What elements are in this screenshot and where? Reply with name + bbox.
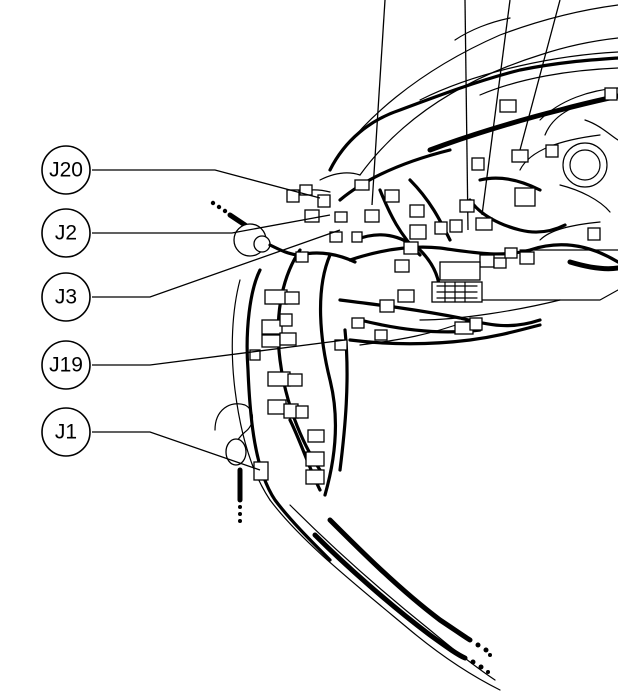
callout-label: J2 xyxy=(55,222,77,245)
connectors-left xyxy=(249,289,325,485)
callout-j1: J1 xyxy=(41,407,91,457)
callout-label: J1 xyxy=(55,421,77,444)
floor-harness xyxy=(312,517,492,674)
callout-label: J19 xyxy=(49,354,83,377)
callout-j20: J20 xyxy=(41,145,91,195)
harness-left-side xyxy=(231,248,501,691)
top-leader-lines xyxy=(371,0,561,231)
grommet xyxy=(214,403,254,523)
connectors-dash xyxy=(286,87,618,351)
callout-leaders xyxy=(92,169,346,471)
callout-j19: J19 xyxy=(41,340,91,390)
callout-label: J3 xyxy=(55,286,77,309)
callout-j3: J3 xyxy=(41,272,91,322)
callout-j2: J2 xyxy=(41,208,91,258)
callout-label: J20 xyxy=(49,159,83,182)
